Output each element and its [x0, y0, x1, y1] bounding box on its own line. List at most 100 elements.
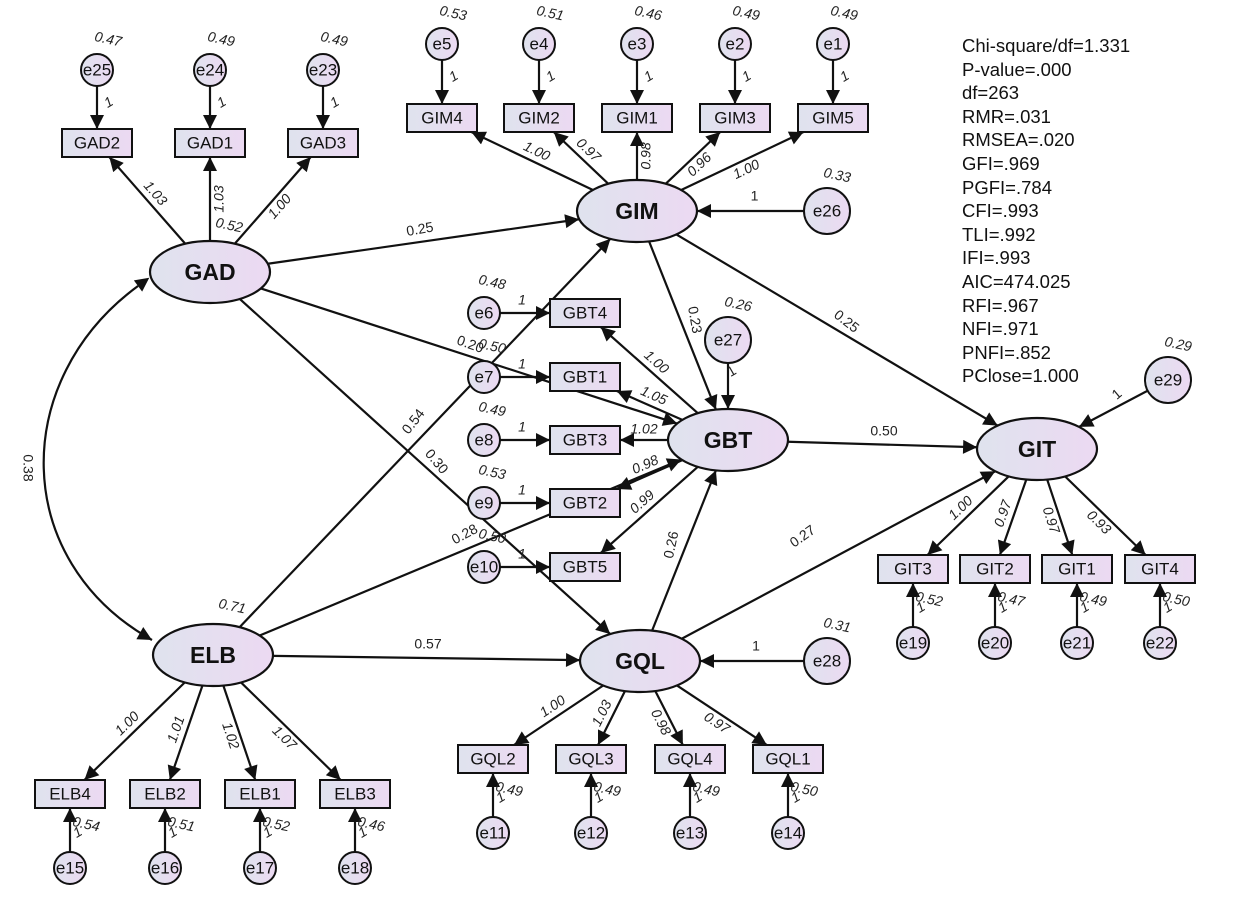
path-coef-gad-gim: 0.25	[405, 218, 435, 239]
latent-label: GIM	[615, 198, 658, 224]
disturbance-e29: e29	[1144, 356, 1192, 404]
error-e22: e22	[1143, 626, 1177, 660]
latent-gql: GQL	[578, 628, 702, 694]
indicator-label: GIT4	[1141, 559, 1179, 578]
indicator-label: GIT1	[1058, 559, 1096, 578]
error-e5: e5	[425, 27, 459, 61]
loading-label-gim1: 0.98	[638, 142, 654, 169]
path-coef-elb-gql: 0.57	[414, 636, 441, 652]
loading-label-gim5: 1.00	[730, 156, 762, 182]
weight-label-e9: 1	[518, 482, 526, 498]
path-gql-git	[681, 470, 996, 640]
indicator-gim1: GIM1	[601, 103, 673, 133]
indicator-label: GQL1	[765, 749, 810, 768]
indicator-gbt4: GBT4	[549, 298, 621, 328]
weight-label-e5: 1	[446, 67, 461, 85]
latent-elb: ELB	[151, 622, 275, 688]
error-e18: e18	[338, 851, 372, 885]
indicator-label: ELB4	[49, 784, 91, 803]
fit-nfi: NFI=.971	[962, 318, 1039, 340]
path-elb-gql	[272, 652, 581, 667]
indicator-gim3: GIM3	[699, 103, 771, 133]
disturbance-path-e29	[1078, 389, 1149, 428]
indicator-label: GIM1	[616, 108, 658, 127]
error-e6: e6	[467, 296, 501, 330]
path-gad-gim	[267, 214, 580, 265]
disturbance-e28: e28	[803, 637, 851, 685]
loading-label-gql1: 0.97	[701, 708, 734, 737]
error-e21: e21	[1060, 626, 1094, 660]
indicator-gql1: GQL1	[752, 744, 824, 774]
latent-variance-gad: 0.52	[214, 214, 244, 235]
loading-elb2	[167, 685, 204, 781]
latent-gbt: GBT	[666, 407, 790, 473]
indicator-gql3: GQL3	[555, 744, 627, 774]
loading-label-gql4: 0.98	[648, 706, 675, 738]
disturbance-label: e29	[1154, 370, 1182, 389]
indicator-label: GIM5	[812, 108, 854, 127]
error-label: e10	[470, 557, 498, 576]
error-label: e9	[475, 493, 494, 512]
disturbance-variance-e28: 0.31	[822, 614, 852, 635]
error-e8: e8	[467, 423, 501, 457]
error-variance-e12: 0.49	[592, 778, 622, 799]
disturbance-variance-e29: 0.29	[1163, 333, 1193, 354]
fit-p-value: P-value=.000	[962, 58, 1072, 80]
error-label: e2	[726, 34, 745, 53]
disturbance-variance-e27: 0.26	[723, 293, 753, 314]
loading-label-elb4: 1.00	[111, 708, 142, 739]
error-variance-e8: 0.49	[477, 398, 507, 419]
weight-label-e6: 1	[518, 292, 526, 308]
error-e20: e20	[978, 626, 1012, 660]
error-label: e23	[309, 60, 337, 79]
error-label: e8	[475, 430, 494, 449]
indicator-label: GBT5	[563, 557, 607, 576]
error-label: e3	[628, 34, 647, 53]
error-label: e25	[83, 60, 111, 79]
loading-label-elb3: 1.07	[269, 722, 301, 753]
loading-gql3	[597, 690, 626, 746]
indicator-gql4: GQL4	[654, 744, 726, 774]
fit-chi-square: Chi-square/df=1.331	[962, 35, 1131, 56]
fit-rmsea: RMSEA=.020	[962, 129, 1075, 151]
path-coef-gbt-git: 0.50	[870, 423, 897, 439]
disturbance-weight-e27: 1	[724, 362, 739, 380]
loading-gim2	[552, 131, 610, 185]
weight-label-e1: 1	[837, 67, 852, 85]
loading-label-gim2: 0.97	[573, 135, 605, 166]
disturbance-label: e27	[714, 330, 742, 349]
indicator-gbt1: GBT1	[549, 362, 621, 392]
error-label: e13	[676, 823, 704, 842]
disturbance-e26: e26	[803, 187, 851, 235]
fit-cfi: CFI=.993	[962, 200, 1039, 222]
weight-label-e24: 1	[214, 93, 229, 111]
fit-gfi: GFI=.969	[962, 152, 1040, 174]
error-e24: e24	[193, 53, 227, 87]
error-label: e11	[479, 823, 506, 842]
error-label: e17	[246, 858, 274, 877]
error-label: e4	[530, 34, 549, 53]
fit-ifi: IFI=.993	[962, 247, 1031, 269]
indicator-gad1: GAD1	[174, 128, 246, 158]
indicator-git1: GIT1	[1041, 554, 1113, 584]
loading-gql2	[513, 684, 604, 746]
loading-gad3	[233, 156, 312, 245]
fit-aic: AIC=474.025	[962, 270, 1071, 292]
loading-label-gad1: 1.03	[211, 185, 227, 212]
latent-label: GQL	[615, 648, 665, 674]
latent-gad: GAD	[148, 239, 272, 305]
weight-label-e8: 1	[518, 419, 526, 435]
path-gbt-git	[787, 439, 978, 454]
latent-label: GIT	[1018, 436, 1056, 462]
loading-git4	[1064, 475, 1147, 556]
error-e12: e12	[574, 816, 608, 850]
latent-label: GBT	[704, 427, 753, 453]
indicator-label: GAD3	[300, 133, 346, 152]
path-gim-git	[675, 233, 999, 427]
error-label: e5	[433, 34, 452, 53]
error-label: e19	[899, 633, 927, 652]
loading-label-gad2: 1.03	[141, 177, 171, 208]
error-variance-e24: 0.49	[206, 28, 236, 49]
weight-label-e7: 1	[518, 356, 526, 372]
